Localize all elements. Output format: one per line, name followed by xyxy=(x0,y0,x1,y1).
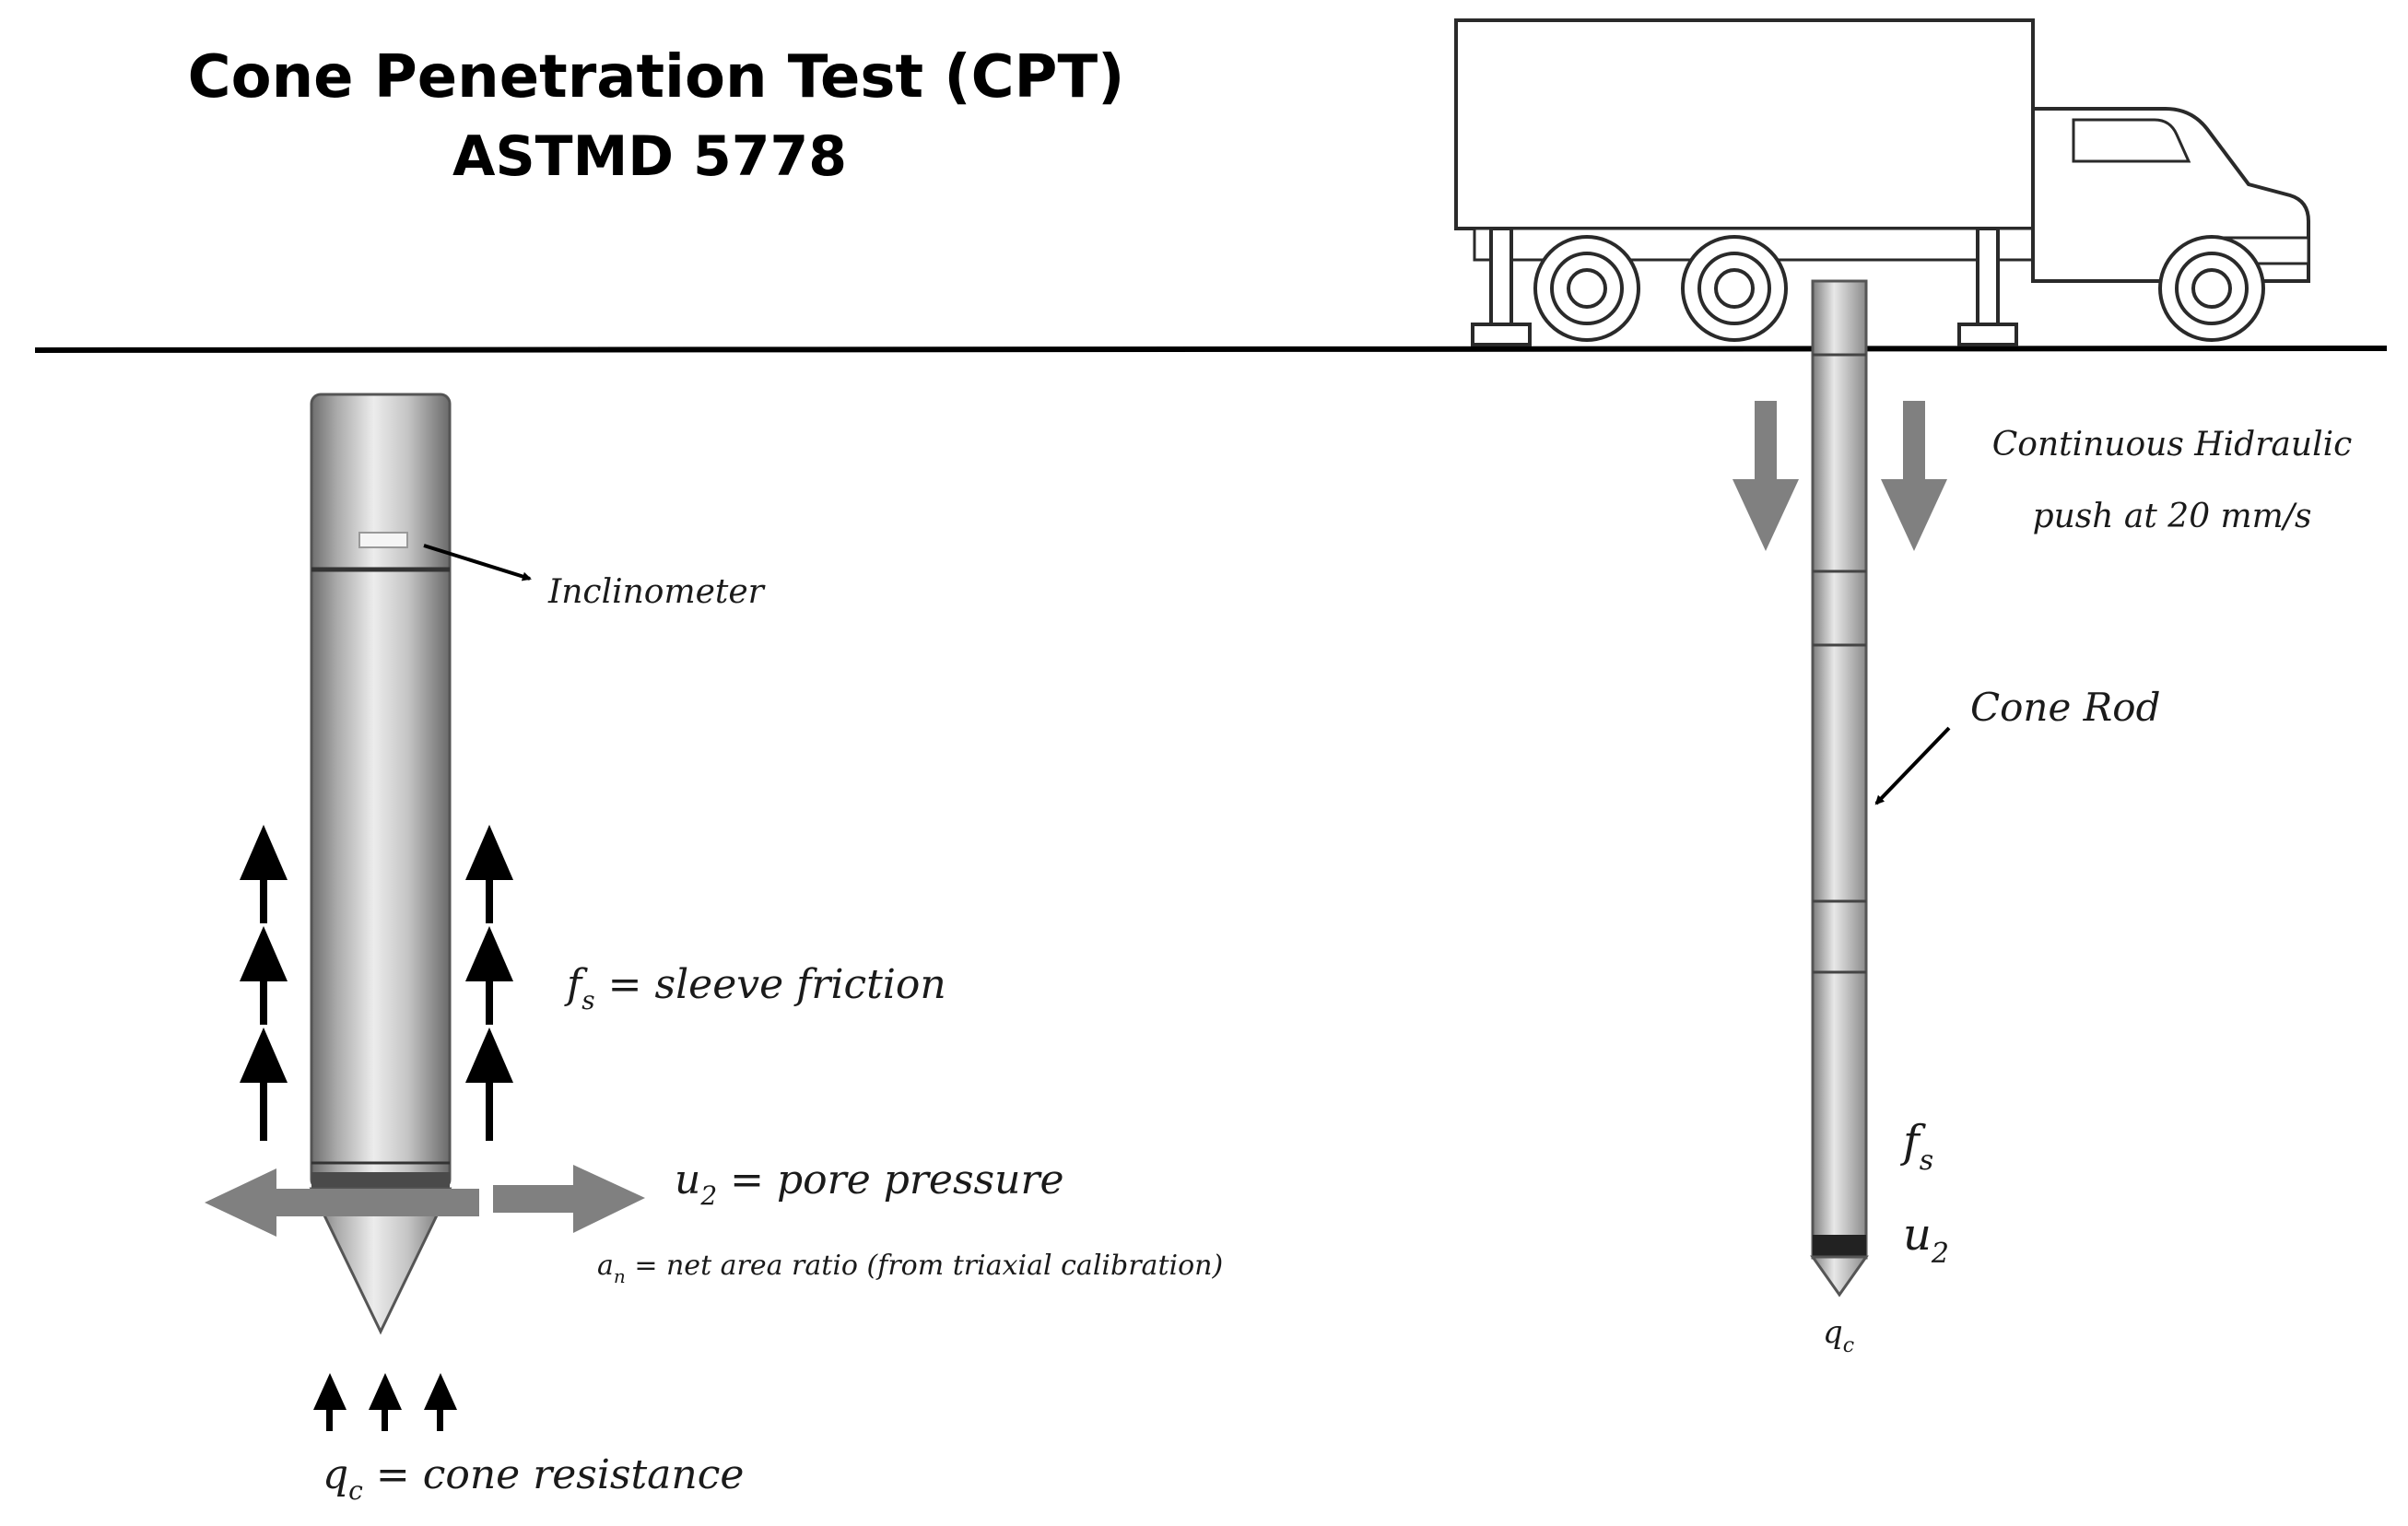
rod-u2-label: u2 xyxy=(1903,1209,1949,1270)
down-arrow-icon xyxy=(1881,401,1947,551)
cone-rod-label: Cone Rod xyxy=(1970,685,2160,730)
up-arrow-icon xyxy=(240,825,288,923)
push-label-line1: Continuous Hidraulic xyxy=(1992,426,2353,464)
diagram-subtitle: ASTMD 5778 xyxy=(452,124,847,189)
up-arrow-icon xyxy=(424,1373,457,1431)
down-arrow-icon xyxy=(1733,401,1799,551)
cone-rod-pointer xyxy=(1874,726,1951,805)
up-arrow-icon xyxy=(465,926,513,1025)
cone-rod xyxy=(1810,279,1869,1297)
stabilizer-right xyxy=(1957,227,2018,346)
up-arrow-icon xyxy=(369,1373,402,1431)
sleeve-friction-label: fs = sleeve friction xyxy=(564,961,946,1015)
cone-resistance-label: qc = cone resistance xyxy=(323,1451,744,1506)
ground-line xyxy=(34,346,2388,353)
pore-pressure-label: u2 = pore pressure xyxy=(675,1156,1064,1211)
wheel-3 xyxy=(2158,235,2265,342)
wheel-1 xyxy=(1533,235,1640,342)
rod-qc-label: qc xyxy=(1823,1314,1854,1357)
inclinometer-label: Inclinometer xyxy=(547,573,766,611)
inclinometer-marker xyxy=(358,532,408,548)
up-arrow-icon xyxy=(240,926,288,1025)
up-arrow-icon xyxy=(313,1373,347,1431)
cone-probe xyxy=(309,393,452,1335)
cone-tip-small xyxy=(1810,1255,1869,1297)
left-right-arrow-icon xyxy=(205,1165,645,1237)
net-area-ratio-label: an = net area ratio (from triaxial calib… xyxy=(597,1250,1223,1287)
up-arrow-icon xyxy=(465,1027,513,1141)
diagram-title: Cone Penetration Test (CPT) xyxy=(188,43,1125,112)
rod-fs-label: fs xyxy=(1900,1116,1933,1177)
up-arrow-icon xyxy=(240,1027,288,1141)
inclinometer-pointer xyxy=(423,544,532,581)
up-arrow-icon xyxy=(465,825,513,923)
truck-icon xyxy=(1454,18,2310,346)
wheel-2 xyxy=(1681,235,1788,342)
stabilizer-left xyxy=(1471,227,1532,346)
push-label-line2: push at 20 mm/s xyxy=(2033,498,2312,535)
